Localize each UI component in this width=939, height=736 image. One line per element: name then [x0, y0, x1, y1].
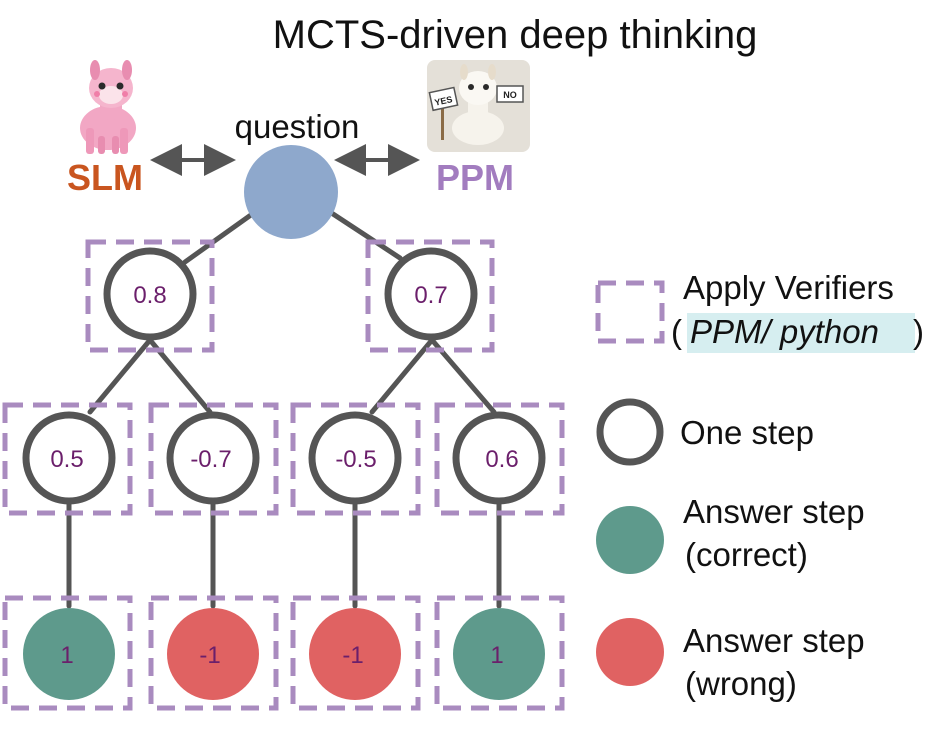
node-value: 1: [60, 642, 73, 669]
legend-verifiers-close: ): [913, 313, 924, 350]
step-node-l1-0: 0.8: [103, 247, 197, 341]
answer-node-correct: 1: [23, 608, 115, 700]
legend-correct-swatch: [596, 506, 664, 574]
node-value: 0.7: [414, 282, 447, 309]
legend-wrong-swatch: [596, 618, 664, 686]
yes-sign: YES: [434, 94, 454, 108]
question-label: question: [235, 108, 360, 145]
legend-wrong-line1: Answer step: [683, 622, 865, 659]
verifier-box: [434, 402, 565, 516]
verifier-box: [2, 595, 133, 711]
verifier-box: [290, 402, 421, 516]
edge-l1-l2c: [369, 337, 435, 415]
verifier-box: [85, 239, 215, 353]
step-node-l2-3: 0.6: [452, 411, 546, 505]
node-value: 0.5: [50, 446, 83, 473]
legend-step-swatch: [596, 398, 664, 466]
node-value: 0.8: [133, 282, 166, 309]
verifier-box: [365, 239, 495, 353]
step-node-l2-2: -0.5: [308, 411, 402, 505]
node-value: -1: [342, 642, 363, 669]
edge-root-right: [327, 209, 403, 261]
answer-node-wrong: -1: [309, 608, 401, 700]
verifier-box: [2, 402, 133, 516]
legend-verifiers-tools: PPM/ python: [690, 313, 879, 350]
legend-verifier-swatch: [595, 280, 665, 344]
node-value: -1: [199, 642, 220, 669]
legend-wrong-line2: (wrong): [685, 665, 797, 702]
node-value: -0.7: [190, 446, 231, 473]
legend-verifiers-title: Apply Verifiers: [683, 269, 894, 306]
node-value: 0.6: [485, 446, 518, 473]
edge-l1-l2a: [87, 337, 153, 415]
verifier-box: [290, 595, 421, 711]
pink-llama-icon: [80, 60, 136, 154]
answer-node-correct: 1: [453, 608, 545, 700]
step-node-l1-1: 0.7: [384, 247, 478, 341]
answer-node-wrong: -1: [167, 608, 259, 700]
legend-correct-line1: Answer step: [683, 493, 865, 530]
slm-label: SLM: [67, 157, 143, 198]
diagram-title: MCTS-driven deep thinking: [273, 13, 758, 57]
verifier-box: [148, 402, 279, 516]
step-node-l2-0: 0.5: [22, 411, 116, 505]
step-node-l2-1: -0.7: [166, 411, 260, 505]
edge-root-left: [182, 209, 258, 265]
ppm-label: PPM: [436, 157, 514, 198]
no-sign: NO: [503, 90, 517, 100]
legend-highlight: [687, 313, 915, 353]
legend-correct-line2: (correct): [685, 536, 808, 573]
verifier-box: [434, 595, 565, 711]
node-value: -0.5: [335, 446, 376, 473]
node-value: 1: [490, 642, 503, 669]
question-node: [244, 145, 338, 239]
legend-one-step: One step: [680, 414, 814, 451]
legend: Apply Verifiers ( PPM/ python ) One step…: [595, 269, 924, 702]
legend-verifiers-open: (: [671, 313, 682, 350]
yes-no-llama-icon: YES NO: [427, 60, 530, 152]
verifier-box: [148, 595, 279, 711]
